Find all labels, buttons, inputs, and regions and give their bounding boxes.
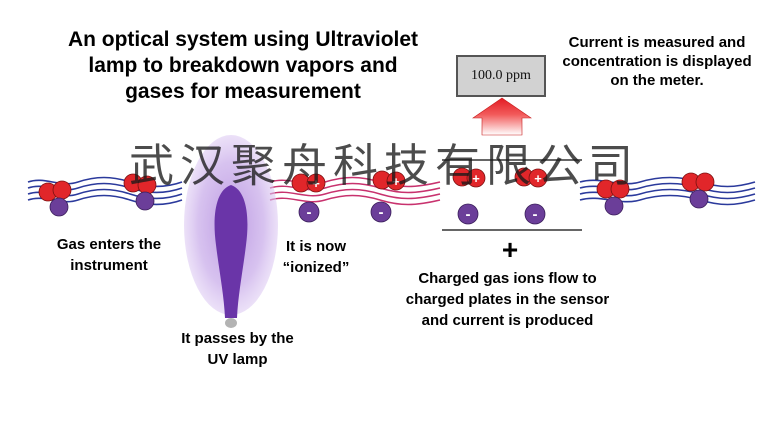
minus-marker: - <box>307 204 312 221</box>
up-arrow <box>473 98 531 135</box>
measurement-caption: Current is measured and concentration is… <box>552 33 762 90</box>
ionized-caption: It is now “ionized” <box>266 236 366 278</box>
ppm-meter-display: 100.0 ppm <box>456 55 546 97</box>
watermark: 武汉聚舟科技有限公司 <box>64 138 704 194</box>
diagram-title: An optical system using Ultraviolet lamp… <box>58 27 428 105</box>
ions-flow-caption: Charged gas ions flow to charged plates … <box>405 268 610 331</box>
minus-marker: - <box>379 204 384 221</box>
plate-plus-sign: + <box>502 234 518 265</box>
meter-reading: 100.0 ppm <box>471 68 531 84</box>
uv-lamp-caption: It passes by the UV lamp <box>170 328 305 370</box>
minus-marker: - <box>533 206 538 223</box>
uv-lamp-tip <box>225 318 237 328</box>
minus-marker: - <box>466 206 471 223</box>
gas-enters-caption: Gas enters the instrument <box>34 234 184 276</box>
